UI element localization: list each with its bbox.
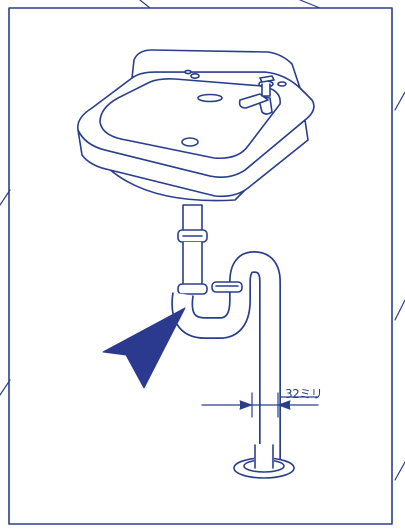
pointer-arrow-icon bbox=[102, 307, 186, 389]
floor-flange bbox=[233, 444, 295, 479]
pipe-diameter-label: 32ミリ bbox=[285, 387, 323, 401]
diameter-dimension bbox=[201, 392, 319, 418]
washbasin bbox=[76, 49, 315, 202]
background-diagonal-lines bbox=[0, 0, 405, 481]
s-trap-pipe bbox=[171, 251, 281, 460]
drain-tailpiece bbox=[177, 204, 208, 295]
faucet bbox=[238, 75, 287, 115]
frame-border bbox=[8, 7, 393, 525]
